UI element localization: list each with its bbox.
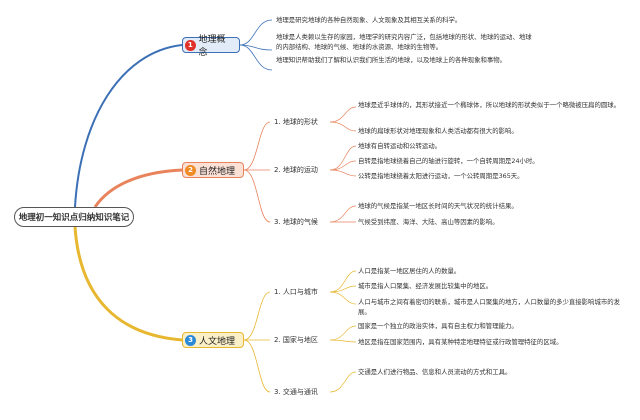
leaf-text: 地理知识帮助我们了解和认识我们所生活的地球，以及地球上的各种现象和事物。	[276, 56, 507, 64]
sub-topic-label[interactable]: 1. 地球的形状	[274, 118, 318, 126]
sub-topic-label[interactable]: 3. 交通与通讯	[274, 388, 318, 396]
leaf-text: 人口是指某一地区居住的人的数量。	[358, 267, 461, 275]
leaf-text: 人口与城市之间有着密切的联系，城市是人口聚集的地方，人口数量的多少直接影响城市的…	[358, 298, 621, 316]
root-node[interactable]: 地理初一知识点归纳知识笔记	[14, 207, 134, 227]
branch-label: 人文地理	[199, 336, 236, 347]
leaf-text: 地球的气候是指某一地区长时间的天气状况的统计结果。	[358, 202, 518, 210]
sub-topic-label[interactable]: 2. 国家与地区	[274, 336, 318, 344]
sub-topic-label[interactable]: 1. 人口与城市	[274, 288, 318, 296]
connector-b1-leaf-3	[239, 44, 273, 71]
leaf-text: 地球有自转运动和公转运动。	[358, 142, 442, 150]
number-badge-icon: 2	[185, 164, 196, 176]
connector-s22-leaf-3	[329, 169, 357, 177]
connector-b2-sub-3	[243, 169, 271, 223]
connector-s33-leaf-1	[329, 371, 357, 393]
connector-s32-leaf-2	[329, 339, 357, 343]
connector-s32-leaf-1	[329, 325, 357, 341]
connector-s23-leaf-1	[329, 205, 357, 223]
number-badge-icon: 3	[185, 334, 196, 346]
connector-root-branch-2	[93, 168, 183, 208]
leaf-text: 地球是人类赖以生存的家园，地理学的研究内容广泛，包括地球的形状、地球的运动、地球…	[276, 33, 532, 51]
connector-root-branch-3	[73, 226, 183, 342]
sub-topic-label[interactable]: 3. 地球的气候	[274, 218, 318, 226]
branch-node-1[interactable]: 1 地理概念	[182, 35, 240, 58]
connector-s31-leaf-2	[329, 285, 357, 293]
connector-b3-sub-1	[243, 291, 271, 341]
leaf-text: 自转是指地球绕着自己的轴进行旋转，一个自转周期是24小时。	[358, 157, 539, 165]
leaf-text: 地区是指在国家范围内，具有某种特定地理特征或行政管理特征的区域。	[358, 338, 563, 346]
connector-s21-leaf-2	[329, 121, 357, 132]
leaf-text: 国家是一个独立的政治实体，具有自主权力和管理能力。	[358, 322, 518, 330]
connector-s31-leaf-3	[329, 291, 357, 305]
leaf-text: 地球的扁球形状对地理现象和人类活动都有很大的影响。	[358, 127, 518, 135]
connector-s31-leaf-1	[329, 270, 357, 293]
connector-root-branch-1	[74, 44, 183, 208]
connector-s22-leaf-1	[329, 145, 357, 171]
connector-s21-leaf-1	[329, 106, 357, 123]
leaf-text: 城市是指人口聚集、经济发展比较集中的地区。	[358, 282, 493, 290]
branch-node-3[interactable]: 3 人文地理	[182, 332, 244, 348]
leaf-text: 地球是近乎球体的，其形状接近一个椭球体，所以地球的形状类似于一个略微被压扁的圆球…	[358, 101, 621, 109]
number-badge-icon: 1	[185, 39, 196, 51]
leaf-text: 公转是指地球绕着太阳进行运动，一个公转周期是365天。	[358, 172, 524, 180]
connector-b1-leaf-1	[239, 19, 273, 46]
branch-label: 地理概念	[198, 35, 226, 58]
connector-b2-sub-1	[243, 121, 271, 171]
leaf-text: 交通是人们进行物品、信息和人员流动的方式和工具。	[358, 368, 512, 376]
connector-b3-sub-3	[243, 339, 271, 393]
leaf-text: 地理是研究地球的各种自然现象、人文现象及其相互关系的科学。	[276, 16, 462, 24]
sub-topic-label[interactable]: 2. 地球的运动	[274, 166, 318, 174]
branch-node-2[interactable]: 2 自然地理	[182, 162, 244, 178]
leaf-text: 气候受到纬度、海洋、大陆、高山等因素的影响。	[358, 218, 499, 226]
branch-label: 自然地理	[199, 166, 236, 177]
connector-s22-leaf-2	[329, 160, 357, 171]
